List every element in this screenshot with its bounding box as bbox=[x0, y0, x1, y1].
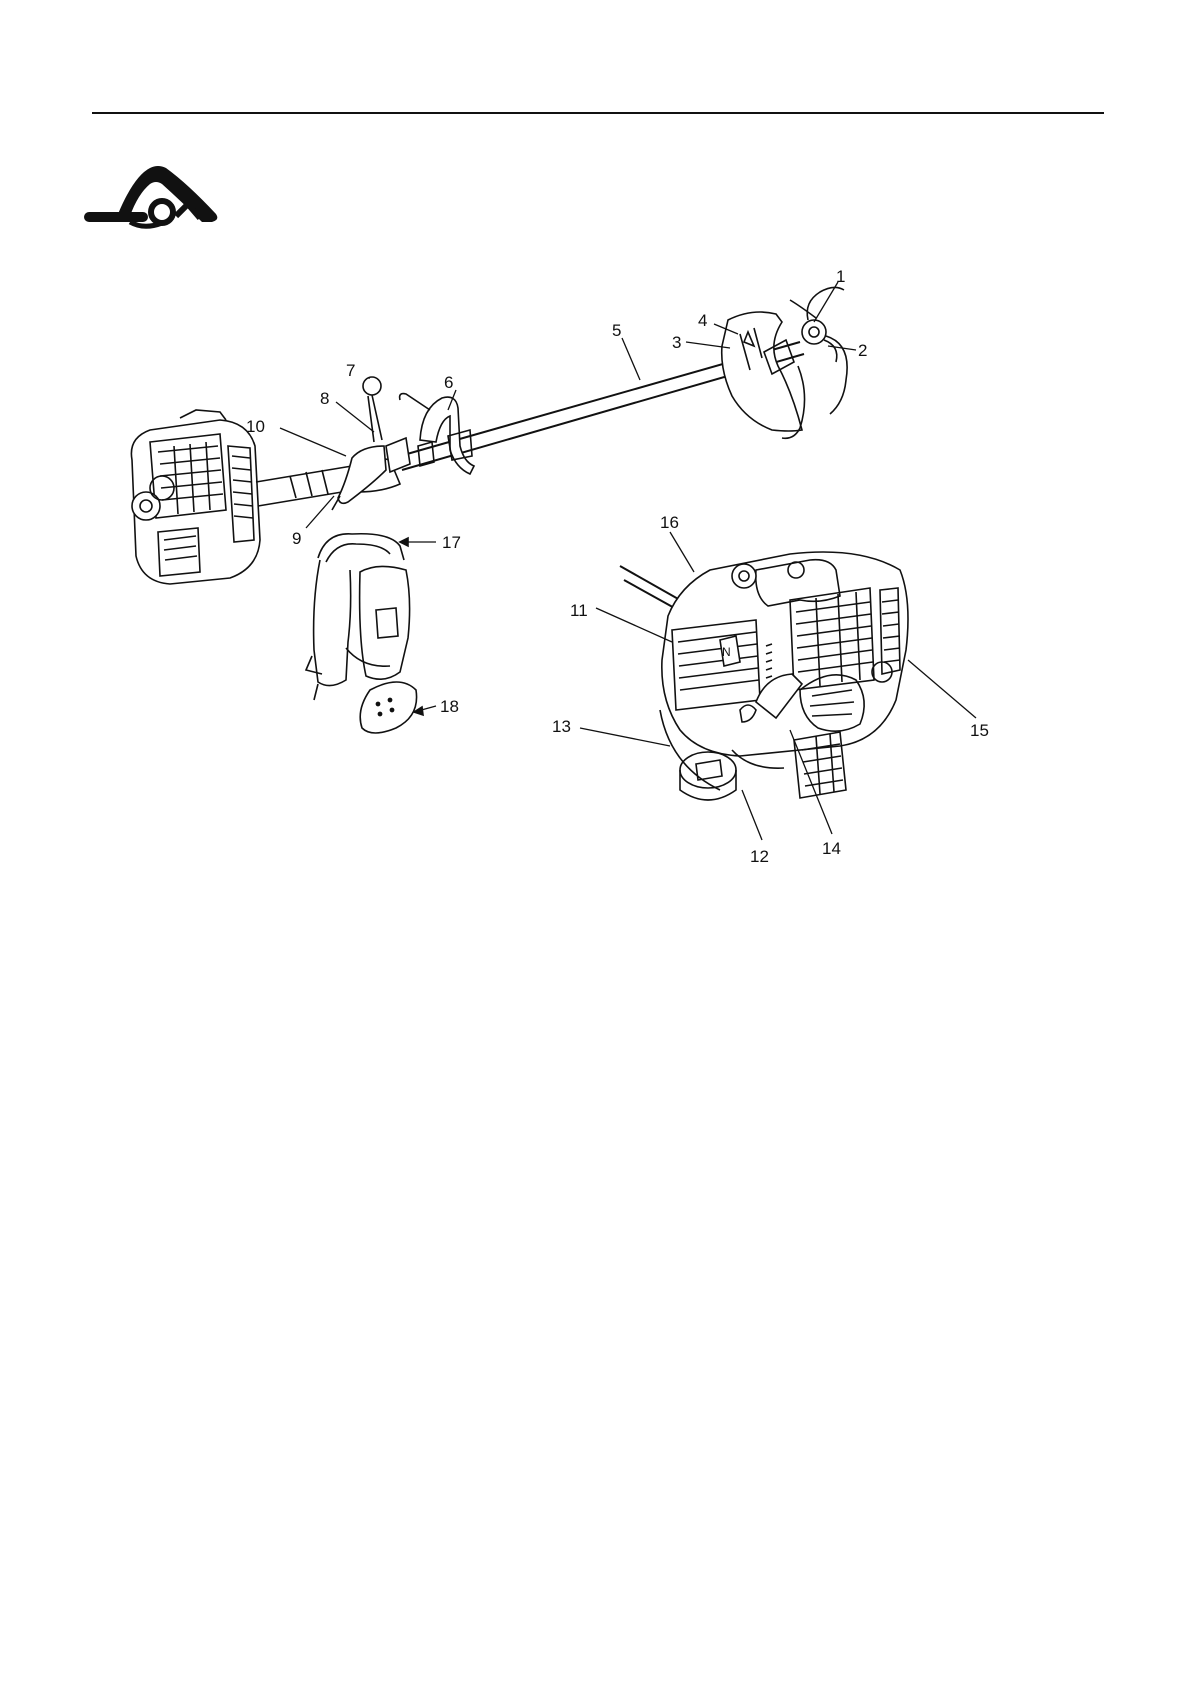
hanger-ring-outline bbox=[363, 377, 381, 395]
svg-text:N: N bbox=[722, 645, 731, 659]
callout-5: 5 bbox=[612, 321, 621, 340]
harness-illustration bbox=[306, 534, 417, 733]
header-rule bbox=[92, 112, 1104, 114]
callout-12: 12 bbox=[750, 847, 769, 866]
cutter-head-illustration bbox=[722, 287, 847, 438]
callout-10: 10 bbox=[246, 417, 265, 436]
callout-4: 4 bbox=[698, 311, 707, 330]
callout-1: 1 bbox=[836, 270, 845, 286]
trimmer-line-logo-icon bbox=[84, 160, 224, 236]
callout-3: 3 bbox=[672, 333, 681, 352]
callout-17: 17 bbox=[442, 533, 461, 552]
callout-15: 15 bbox=[970, 721, 989, 740]
trimmer-engine-illustration bbox=[131, 410, 260, 584]
callout-6: 6 bbox=[444, 373, 453, 392]
callout-2: 2 bbox=[858, 341, 867, 360]
throttle-grip-outline bbox=[338, 446, 386, 503]
callout-8: 8 bbox=[320, 389, 329, 408]
parts-identification-figure: N bbox=[100, 270, 1100, 950]
callout-16: 16 bbox=[660, 513, 679, 532]
callout-11: 11 bbox=[570, 601, 588, 620]
engine-closeup-illustration: N bbox=[620, 552, 908, 800]
callout-18: 18 bbox=[440, 697, 459, 716]
callout-9: 9 bbox=[292, 529, 301, 548]
callout-14: 14 bbox=[822, 839, 841, 858]
callout-13: 13 bbox=[552, 717, 571, 736]
callout-7: 7 bbox=[346, 361, 355, 380]
